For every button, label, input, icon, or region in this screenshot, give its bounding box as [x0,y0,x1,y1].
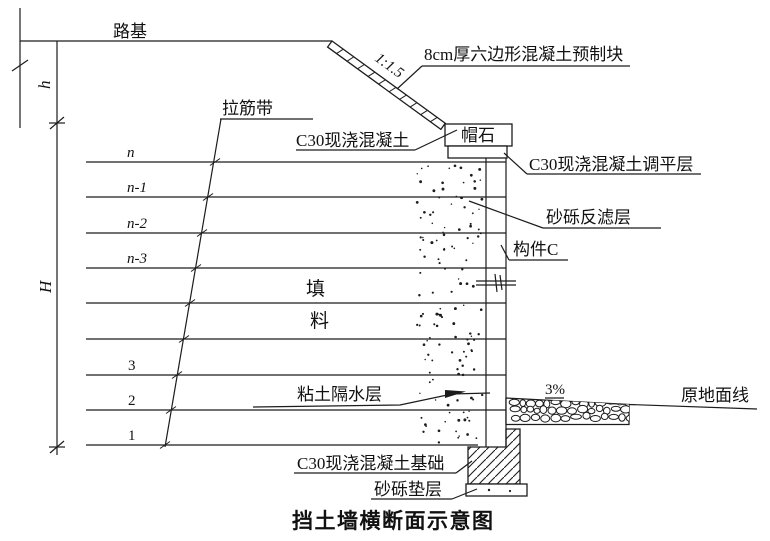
layer-label-n3: n-3 [127,251,147,267]
filter-layer-label: 砂砾反滤层 [546,208,631,227]
ground-line [628,403,758,410]
clay-barrier-label: 粘土隔水层 [297,385,382,404]
dim-h-label: h [35,81,54,90]
cast-concrete-label: C30现浇混凝土 [296,131,409,150]
fill-label-2: 料 [310,310,329,332]
figure-title: 挡土墙横断面示意图 [292,509,495,533]
cushion-block [465,483,528,497]
cushion-dot [487,488,491,492]
foundation-callout [294,460,473,474]
component-c-callout [500,244,568,261]
cushion-label: 砂砾垫层 [374,480,442,499]
cast-concrete-callout [296,129,458,151]
clay-barrier-line [252,392,491,408]
filter-stipple [415,164,484,444]
slope-percent-label: 3% [545,382,565,398]
layer-label-n1: n-1 [127,180,147,196]
cap-stone-label: 帽石 [461,126,495,145]
weep-joint-symbol [476,273,516,293]
fill-label-1: 填 [306,278,325,300]
layer-label-3: 3 [128,358,136,374]
foundation-label: C30现浇混凝土基础 [297,454,444,473]
leveling-layer-callout [503,152,701,175]
layer-lines [86,161,506,446]
cushion-dot [508,489,512,493]
ground-line-label: 原地面线 [681,386,749,405]
filter-layer-callout [468,200,661,229]
precast-block-callout [396,65,630,90]
dim-H-label: H [36,279,55,294]
clay-barrier-arrow [445,390,466,398]
layer-label-1: 1 [128,428,136,444]
tie-strip-callout [159,118,313,449]
layer-label-n2: n-2 [127,216,147,232]
left-extension-line [11,8,29,128]
cobble-stones [508,398,629,423]
leveling-layer-label: C30现浇混凝土调平层 [529,155,693,174]
layer-label-n: n [127,145,135,161]
component-c-label: 构件C [513,240,558,259]
foundation-block [467,428,521,485]
slope-precast-band [326,40,447,131]
dimension-line [49,41,65,455]
layer-label-2: 2 [128,393,136,409]
leveling-layer-box [447,145,508,159]
precast-block-label: 8cm厚六边形混凝土预制块 [424,45,623,64]
tie-strip-label: 拉筋带 [222,99,273,118]
cushion-callout [371,488,478,500]
roadbed-label: 路基 [113,22,147,41]
